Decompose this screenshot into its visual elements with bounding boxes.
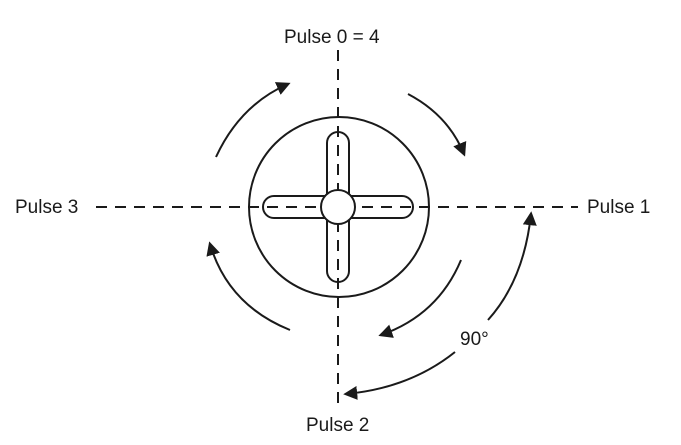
arrow-top-left-clockwise <box>215 82 291 158</box>
pulse-1-label: Pulse 1 <box>587 197 651 218</box>
angle-arc-lower <box>343 351 456 400</box>
angle-arc-upper <box>487 211 537 321</box>
pulse-0-label: Pulse 0 = 4 <box>284 27 380 48</box>
pulse-3-label: Pulse 3 <box>15 197 79 218</box>
arrow-bottom-right-inner <box>378 259 462 338</box>
servo-hub <box>320 189 356 225</box>
pulse-2-label: Pulse 2 <box>306 415 370 436</box>
arrow-bottom-left <box>206 241 291 331</box>
arrow-top-right-clockwise <box>407 93 467 157</box>
angle-label: 90° <box>460 329 489 350</box>
